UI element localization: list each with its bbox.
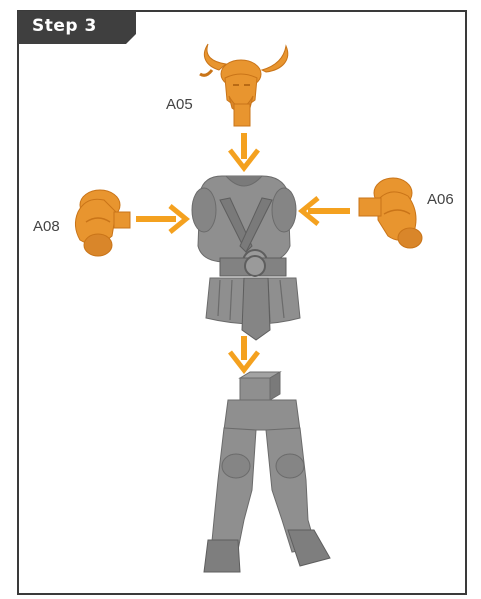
head-part-a05	[200, 44, 288, 126]
part-label-a06: A06	[427, 191, 454, 208]
step-title: Step 3	[32, 16, 97, 36]
torso-part	[192, 176, 300, 340]
right-arm-part-a06	[359, 178, 422, 248]
arrow-icon	[230, 133, 258, 168]
arrow-icon	[136, 206, 186, 232]
part-label-a05: A05	[166, 96, 193, 113]
part-label-a08: A08	[33, 218, 60, 235]
left-arm-part-a08	[75, 190, 130, 256]
legs-part	[204, 372, 330, 572]
arrow-icon	[302, 198, 350, 224]
arrow-icon	[230, 336, 258, 370]
